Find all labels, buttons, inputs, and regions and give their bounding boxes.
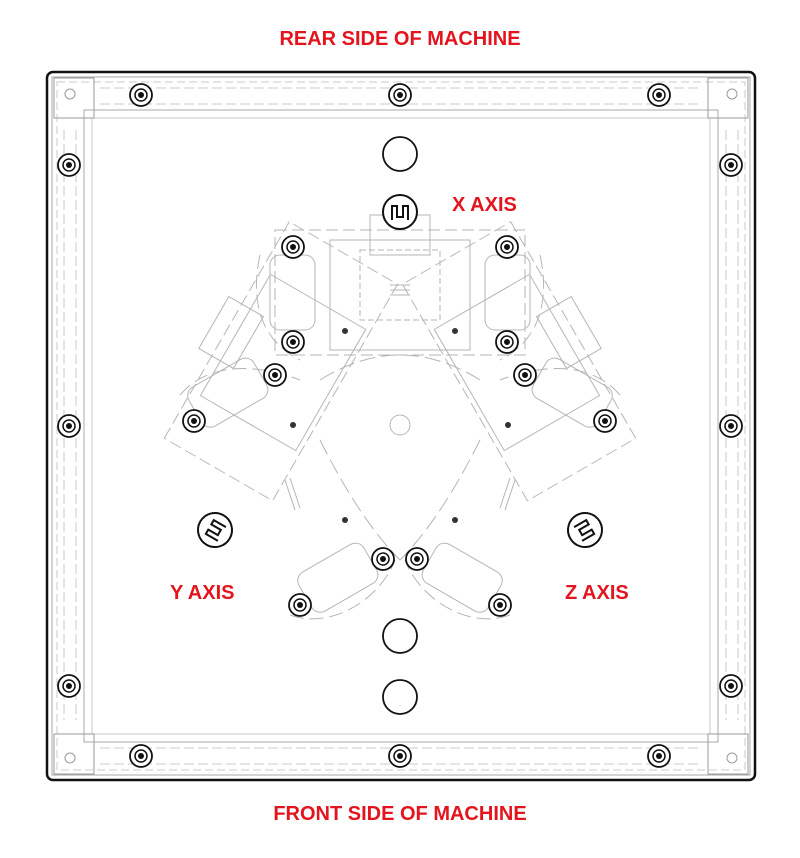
- center-holes: [382, 136, 418, 715]
- rear-side-label: REAR SIDE OF MACHINE: [279, 28, 521, 50]
- carriage-assembly: [163, 214, 637, 620]
- arm-bolts: [182, 235, 617, 617]
- outer-frame: [45, 70, 757, 782]
- carriage-pins: [290, 328, 511, 523]
- motor-symbol-x: [382, 194, 418, 230]
- motor-symbol-z: [567, 512, 603, 548]
- front-side-label: FRONT SIDE OF MACHINE: [273, 803, 527, 825]
- x-axis-label: X AXIS: [452, 194, 517, 216]
- motor-symbol-y: [197, 512, 233, 548]
- frame-bolts: [57, 83, 743, 768]
- y-axis-label: Y AXIS: [170, 582, 235, 604]
- z-axis-label: Z AXIS: [565, 582, 629, 604]
